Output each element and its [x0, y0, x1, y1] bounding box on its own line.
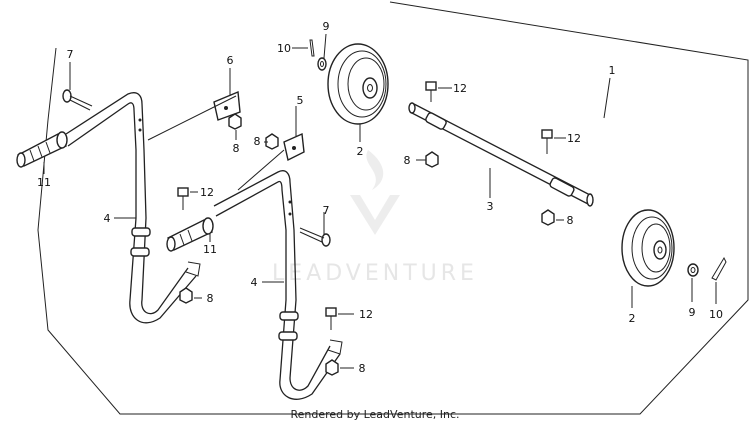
watermark-text: LEADVENTURE [272, 261, 478, 286]
nut-8-f [325, 359, 339, 376]
bolt-12-handle [177, 187, 189, 210]
footer-credit: Rendered by LeadVenture, Inc. [290, 408, 459, 421]
callout-9-top: 9 [323, 20, 330, 33]
nut-8-a [228, 113, 242, 130]
callout-6: 6 [227, 54, 234, 67]
bolt-right [299, 227, 331, 247]
nut-8-d [541, 209, 555, 226]
callout-2-bottom: 2 [629, 312, 636, 325]
bracket-5 [237, 132, 305, 191]
washer-bottom [687, 263, 699, 277]
callout-10-bottom: 10 [709, 308, 723, 321]
callout-11-left: 11 [37, 176, 51, 189]
cotter-pin-bottom [711, 256, 727, 281]
callout-7-right: 7 [323, 204, 330, 217]
callout-8-d: 8 [567, 214, 574, 227]
callout-8-f: 8 [359, 362, 366, 375]
callout-12-lower: 12 [359, 308, 373, 321]
bolt-12-axle [541, 129, 553, 154]
callout-7-left: 7 [67, 48, 74, 61]
cotter-pin-top [309, 39, 315, 57]
bolt-12-lower [325, 307, 337, 330]
bracket-6 [147, 90, 241, 141]
callout-5: 5 [297, 94, 304, 107]
wheel-bottom [621, 209, 675, 287]
callout-8-b: 8 [254, 135, 261, 148]
bolt-left [62, 89, 93, 111]
nut-8-b [265, 133, 279, 150]
watermark-logo [350, 150, 400, 235]
bolt-12-top [425, 81, 437, 102]
callout-4-right: 4 [251, 276, 258, 289]
grip-left [16, 131, 68, 168]
callout-12-axle: 12 [567, 132, 581, 145]
callout-9-bottom: 9 [689, 306, 696, 319]
callout-8-a: 8 [233, 142, 240, 155]
grip-right [166, 217, 214, 252]
wheel-top [327, 43, 389, 125]
assembly-outline [37, 1, 749, 415]
handle-right [213, 170, 343, 400]
callout-12-handle: 12 [200, 186, 214, 199]
nut-8-c [425, 151, 439, 168]
callout-8-c: 8 [404, 154, 411, 167]
callout-11-right: 11 [203, 243, 217, 256]
axle [408, 102, 594, 207]
washer-top [317, 57, 327, 71]
callout-12-top: 12 [453, 82, 467, 95]
leader-lines [43, 33, 717, 369]
handle-left [65, 92, 201, 324]
callout-8-e: 8 [207, 292, 214, 305]
callout-10-top: 10 [277, 42, 291, 55]
callout-1: 1 [609, 64, 616, 77]
nut-8-e [179, 287, 193, 304]
callout-2-top: 2 [357, 145, 364, 158]
callout-4-left: 4 [104, 212, 111, 225]
callout-3: 3 [487, 200, 494, 213]
